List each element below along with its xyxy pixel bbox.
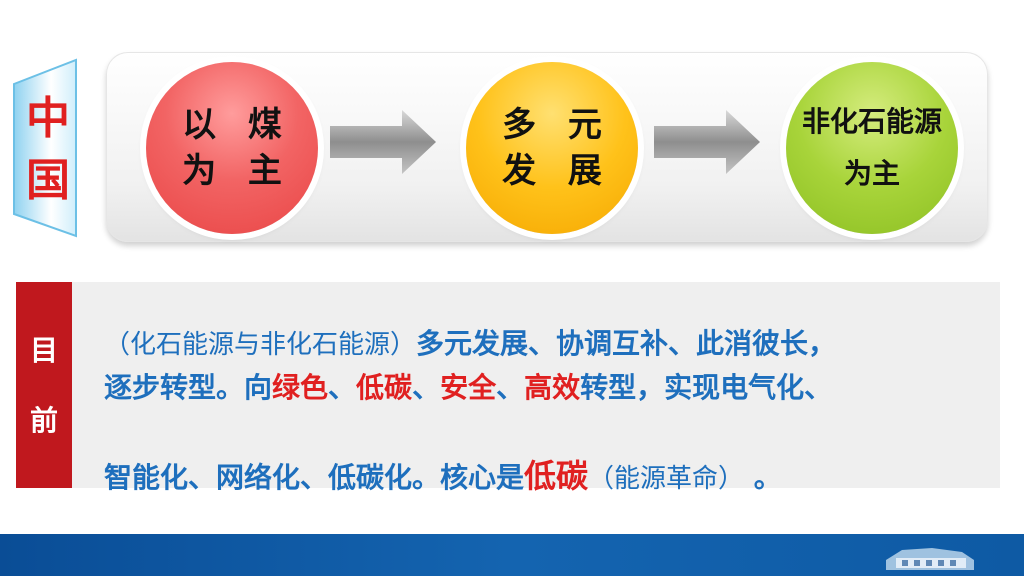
stage-nonfossil-label: 非化石能源 为主 [801, 105, 942, 190]
footer-building-logo [886, 548, 974, 570]
stage-diversified-circle: 多 元 发 展 [466, 62, 638, 234]
stage-coal-circle: 以 煤 为 主 [146, 62, 318, 234]
text-segment: 多元发展、协调互补、此消彼长， [416, 327, 837, 360]
text-line-1: （化石能源与非化石能源）多元发展、协调互补、此消彼长， [104, 322, 994, 366]
stage-diversified-label: 多 元 发 展 [502, 105, 612, 191]
china-tab-shape [13, 58, 77, 238]
text-segment: 转型，实现电气化、 [580, 371, 833, 404]
text-segment: （能源革命） [588, 464, 745, 494]
text-segment: 、 [496, 371, 525, 404]
china-tab: 中 国 [10, 58, 82, 238]
right-arrow-icon [330, 110, 436, 174]
current-section-text: （化石能源与非化石能源）多元发展、协调互补、此消彼长， 逐步转型。向绿色、低碳、… [104, 322, 994, 498]
text-segment: 。 [744, 461, 782, 494]
highlight-safe: 安全 [440, 371, 497, 404]
stage-nonfossil-circle: 非化石能源 为主 [786, 62, 958, 234]
right-arrow-icon [654, 110, 760, 174]
text-segment: 智能化、网络化、低碳化。核心是 [104, 461, 525, 494]
text-line-3: 智能化、网络化、低碳化。核心是低碳（能源革命） 。 [104, 454, 994, 498]
text-segment: 、 [328, 371, 357, 404]
text-line-2: 逐步转型。向绿色、低碳、安全、高效转型，实现电气化、 [104, 366, 994, 410]
text-segment: （化石能源与非化石能源） [104, 330, 417, 360]
highlight-core-low-carbon: 低碳 [524, 457, 589, 495]
current-section [16, 282, 1000, 488]
text-segment: 逐步转型。向 [104, 371, 273, 404]
highlight-green: 绿色 [272, 371, 329, 404]
stage-coal-label: 以 煤 为 主 [182, 105, 292, 191]
text-segment: 、 [412, 371, 441, 404]
highlight-efficient: 高效 [524, 371, 581, 404]
current-section-label: 目 前 [16, 282, 72, 488]
highlight-low-carbon: 低碳 [356, 371, 413, 404]
china-tab-label: 中 国 [26, 93, 70, 206]
footer-bar [0, 534, 1024, 576]
